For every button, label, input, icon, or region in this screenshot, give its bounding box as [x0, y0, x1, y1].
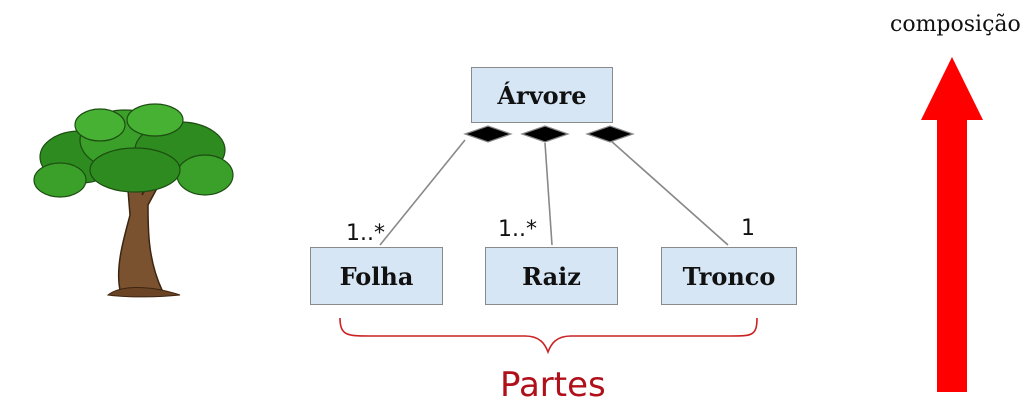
composition-diamond-icon	[463, 125, 513, 143]
connector-tronco	[609, 139, 729, 246]
tree-trunk	[106, 162, 181, 298]
parts-label: Partes	[500, 365, 606, 405]
connector-folha	[379, 139, 466, 246]
class-tronco: Tronco	[661, 247, 797, 305]
class-arvore: Árvore	[471, 67, 613, 123]
tree-illustration	[33, 103, 234, 298]
multiplicity-tronco: 1	[741, 216, 755, 241]
arrow-label: composição	[890, 12, 1021, 37]
composition-diamond-icon	[585, 125, 635, 143]
composition-diamond-icon	[520, 125, 570, 143]
connector-raiz	[544, 142, 553, 246]
class-raiz: Raiz	[485, 247, 618, 305]
tree-foliage	[33, 103, 234, 198]
multiplicity-raiz: 1..*	[498, 217, 537, 242]
up-arrow-icon	[921, 57, 983, 392]
multiplicity-folha: 1..*	[346, 221, 385, 246]
class-folha: Folha	[310, 247, 443, 305]
parts-brace	[339, 317, 758, 355]
